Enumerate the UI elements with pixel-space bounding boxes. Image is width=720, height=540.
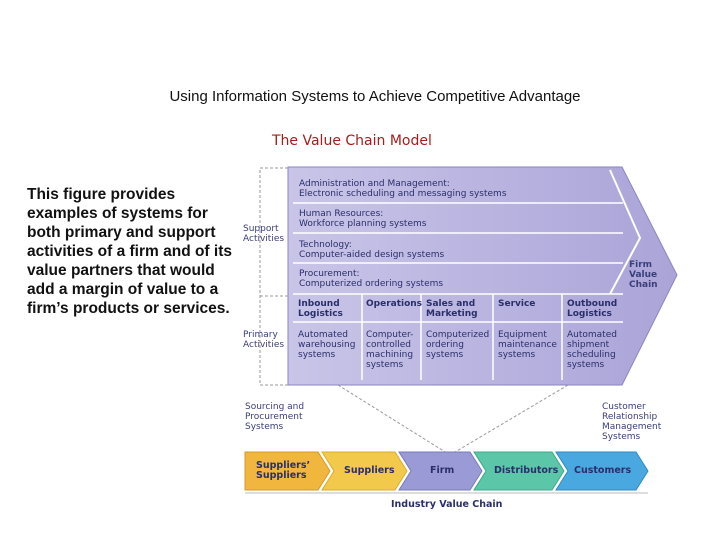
support-row-procurement: Procurement:Computerized ordering system… [299, 269, 444, 289]
industry-chain-shapes [244, 451, 649, 491]
support-row-hr: Human Resources:Workforce planning syste… [299, 209, 427, 229]
industry-value-chain-label: Industry Value Chain [391, 499, 503, 510]
slide-title: Using Information Systems to Achieve Com… [169, 88, 581, 105]
support-row-admin: Administration and Management:Electronic… [299, 179, 507, 199]
industry-item-distributors: Distributors [494, 465, 559, 476]
industry-item-suppliers-suppliers: Suppliers’ Suppliers [256, 460, 311, 481]
bracket-lines [259, 167, 569, 456]
support-row-technology: Technology:Computer-aided design systems [299, 240, 445, 260]
industry-item-firm: Firm [430, 465, 455, 476]
firm-value-chain-shape [287, 166, 678, 386]
industry-item-suppliers: Suppliers [344, 465, 395, 476]
industry-item-customers: Customers [574, 465, 632, 476]
figure-title: The Value Chain Model [272, 133, 432, 149]
figure-description: This figure provides examples of systems… [27, 186, 232, 317]
